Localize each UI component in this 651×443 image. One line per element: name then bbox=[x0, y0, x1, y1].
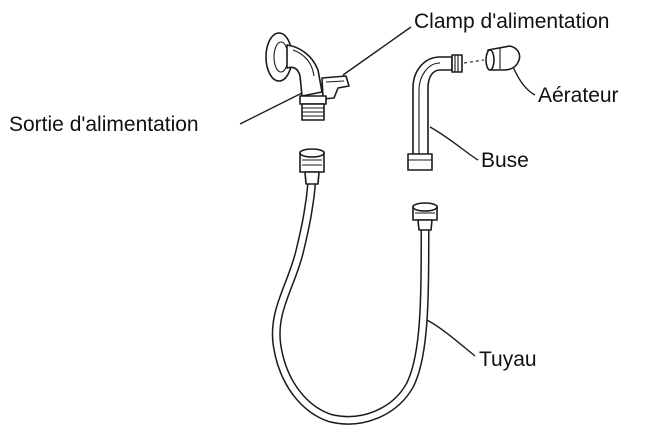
leader-nozzle bbox=[429, 126, 479, 161]
aerator-part bbox=[485, 45, 521, 71]
leader-hose bbox=[426, 319, 476, 357]
hose-part bbox=[271, 148, 438, 425]
leader-clamp bbox=[342, 26, 412, 76]
label-nozzle: Buse bbox=[481, 149, 529, 172]
label-clamp: Clamp d'alimentation bbox=[414, 10, 610, 33]
leader-aerator bbox=[512, 66, 536, 96]
label-hose: Tuyau bbox=[479, 348, 537, 371]
nozzle-part bbox=[407, 54, 463, 171]
label-supply-outlet: Sortie d'alimentation bbox=[9, 113, 199, 136]
leader-outlet bbox=[239, 92, 303, 125]
label-aerator: Aérateur bbox=[538, 84, 619, 107]
supply-outlet-part bbox=[265, 32, 350, 121]
